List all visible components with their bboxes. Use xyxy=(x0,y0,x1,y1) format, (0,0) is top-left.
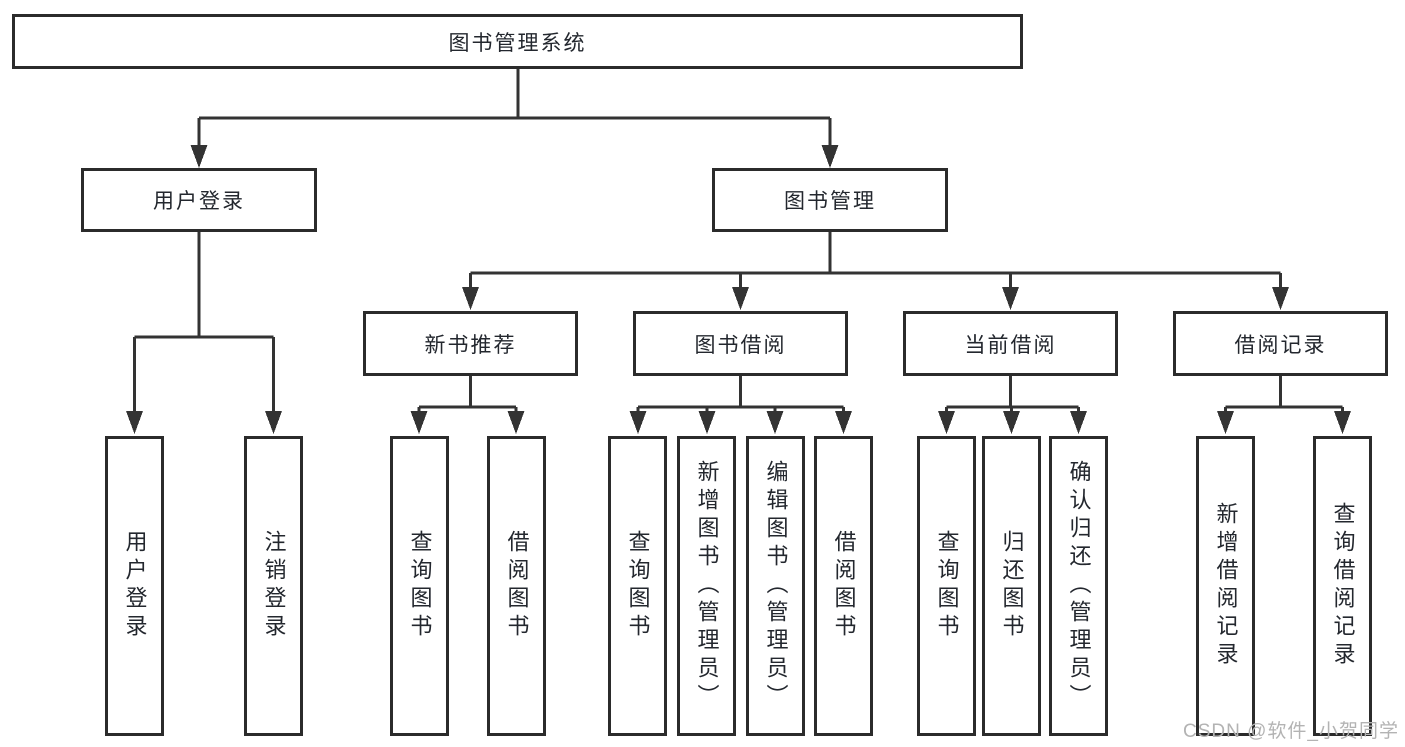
node-label: 查询借阅记录 xyxy=(1330,502,1356,670)
leaf-borrow-books-2: 借阅图书 xyxy=(814,436,873,736)
node-label: 图书管理 xyxy=(784,190,876,213)
node-new-book-recommend: 新书推荐 xyxy=(363,311,578,376)
connector-line xyxy=(1224,376,1344,412)
node-label: 编辑图书（管理员） xyxy=(763,460,789,712)
leaf-return-books: 归还图书 xyxy=(982,436,1041,736)
node-borrow-records: 借阅记录 xyxy=(1173,311,1388,376)
node-label: 查询图书 xyxy=(934,530,960,642)
node-user-login: 用户登录 xyxy=(81,168,317,232)
node-label: 借阅图书 xyxy=(831,530,857,642)
arrowhead xyxy=(732,287,749,310)
node-label: 确认归还（管理员） xyxy=(1066,460,1092,712)
arrowhead xyxy=(1334,411,1351,434)
arrowhead xyxy=(698,411,716,434)
leaf-logout: 注销登录 xyxy=(244,436,303,736)
leaf-user-login: 用户登录 xyxy=(105,436,164,736)
node-label: 注销登录 xyxy=(261,530,287,642)
arrowhead xyxy=(1217,411,1234,434)
node-label: 图书管理系统 xyxy=(448,31,587,55)
leaf-query-borrow-record: 查询借阅记录 xyxy=(1313,436,1372,736)
node-root-system: 图书管理系统 xyxy=(12,14,1023,69)
connector-root-branch xyxy=(190,69,839,168)
arrowhead xyxy=(821,145,839,168)
arrowhead xyxy=(265,411,282,434)
connector-line xyxy=(945,376,1080,412)
leaf-add-books-admin: 新增图书（管理员） xyxy=(677,436,736,736)
node-label: 归还图书 xyxy=(999,530,1025,642)
arrowhead xyxy=(507,411,525,434)
connector-book-mgmt-branch xyxy=(462,232,1289,310)
node-book-borrow: 图书借阅 xyxy=(633,311,848,376)
arrowhead xyxy=(410,411,428,434)
leaf-query-books-3: 查询图书 xyxy=(917,436,976,736)
connector-new-book-branch xyxy=(410,376,525,434)
arrowhead xyxy=(1070,411,1087,434)
arrowhead xyxy=(190,145,208,168)
connector-line xyxy=(133,232,275,411)
node-label: 查询图书 xyxy=(407,530,433,642)
node-current-borrow: 当前借阅 xyxy=(903,311,1118,376)
node-label: 新增借阅记录 xyxy=(1213,502,1239,670)
leaf-query-books-1: 查询图书 xyxy=(390,436,449,736)
arrowhead xyxy=(938,411,955,434)
connector-line xyxy=(197,69,832,145)
leaf-query-books-2: 查询图书 xyxy=(608,436,667,736)
arrowhead xyxy=(1272,287,1289,310)
connector-user-login-branch xyxy=(126,232,282,434)
connector-current-borrow-branch xyxy=(938,376,1087,434)
node-label: 借阅图书 xyxy=(504,530,530,642)
node-label: 新书推荐 xyxy=(424,333,517,357)
arrowhead xyxy=(462,287,479,310)
arrowhead xyxy=(1003,411,1020,434)
connector-line xyxy=(417,376,518,412)
leaf-confirm-return-admin: 确认归还（管理员） xyxy=(1049,436,1108,736)
node-label: 新增图书（管理员） xyxy=(694,460,720,712)
connector-book-borrow-branch xyxy=(629,376,852,434)
node-label: 当前借阅 xyxy=(964,333,1057,357)
leaf-edit-books-admin: 编辑图书（管理员） xyxy=(746,436,805,736)
arrowhead xyxy=(629,411,647,434)
node-label: 用户登录 xyxy=(122,530,148,642)
connector-line xyxy=(636,376,845,412)
csdn-watermark: CSDN @软件_小贺同学 xyxy=(1183,721,1399,742)
node-label: 借阅记录 xyxy=(1234,333,1327,357)
node-label: 用户登录 xyxy=(153,190,245,213)
arrowhead xyxy=(766,411,784,434)
node-book-management: 图书管理 xyxy=(712,168,948,232)
arrowhead xyxy=(835,411,852,434)
node-label: 图书借阅 xyxy=(694,333,787,357)
leaf-add-borrow-record: 新增借阅记录 xyxy=(1196,436,1255,736)
leaf-borrow-books-1: 借阅图书 xyxy=(487,436,546,736)
connector-line xyxy=(469,232,1282,287)
arrowhead xyxy=(126,411,143,434)
connector-borrow-records-branch xyxy=(1217,376,1351,434)
arrowhead xyxy=(1002,287,1019,310)
node-label: 查询图书 xyxy=(625,530,651,642)
